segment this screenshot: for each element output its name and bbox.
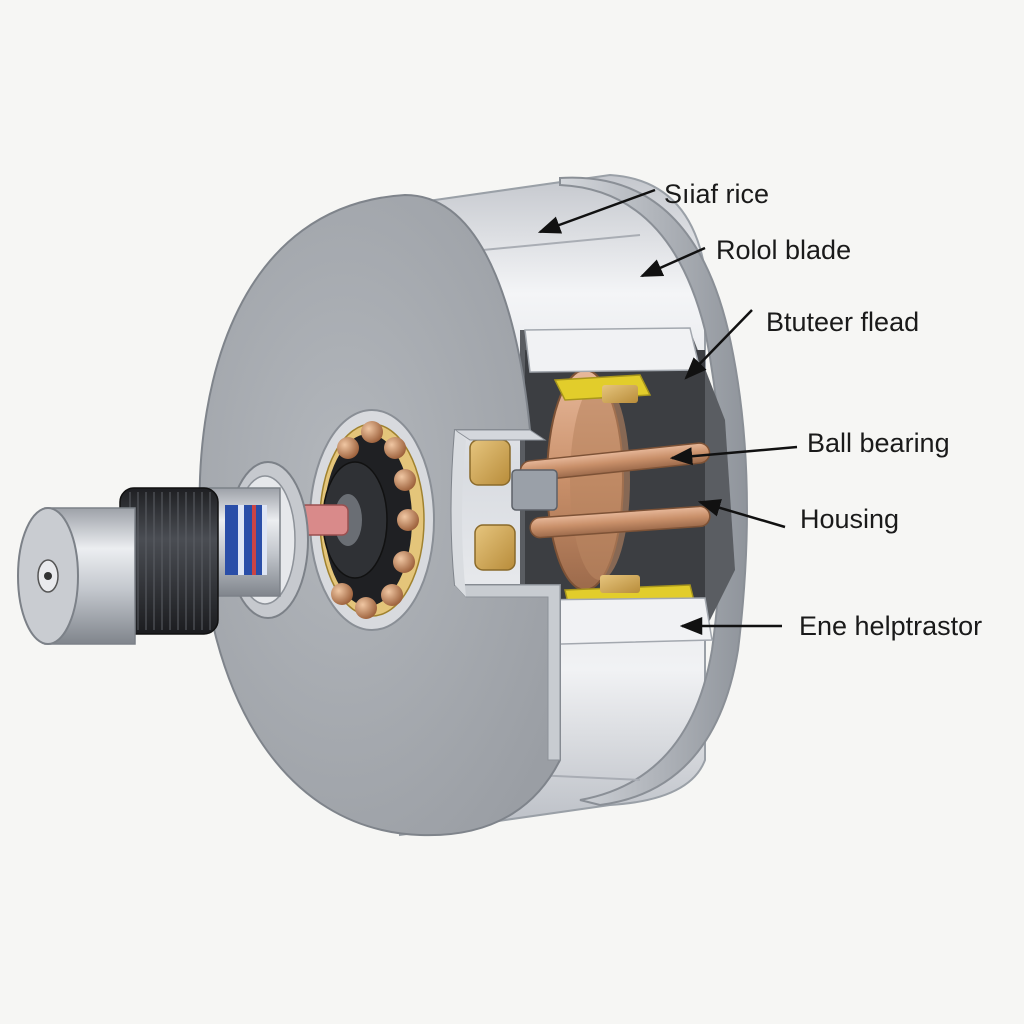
label-stator-field: Btuteer flead bbox=[766, 307, 920, 337]
bearing-balls bbox=[331, 421, 419, 619]
leader-lines bbox=[537, 188, 798, 635]
label-ball-bearing: Ball bearing bbox=[807, 428, 950, 458]
shaft-assembly bbox=[17, 461, 349, 645]
ball-bearing-assembly bbox=[309, 409, 435, 631]
leader-ball-bearing bbox=[669, 445, 798, 466]
leader-rotor-blade bbox=[639, 246, 706, 278]
cutaway-interior bbox=[469, 327, 735, 646]
label-housing: Housing bbox=[800, 504, 900, 534]
blue-coil bbox=[225, 505, 267, 575]
leader-stator-field bbox=[684, 309, 753, 380]
leader-shaft-rice bbox=[537, 188, 656, 234]
terminal-upper bbox=[469, 439, 511, 486]
label-shaft-rice: Sıiaf rice bbox=[664, 179, 770, 209]
label-ene-helptrastor: Ene helptrastor bbox=[799, 611, 983, 641]
terminal-lower bbox=[474, 524, 516, 571]
leader-housing bbox=[697, 499, 786, 529]
label-rotor-blade: Rolol blade bbox=[716, 235, 852, 265]
